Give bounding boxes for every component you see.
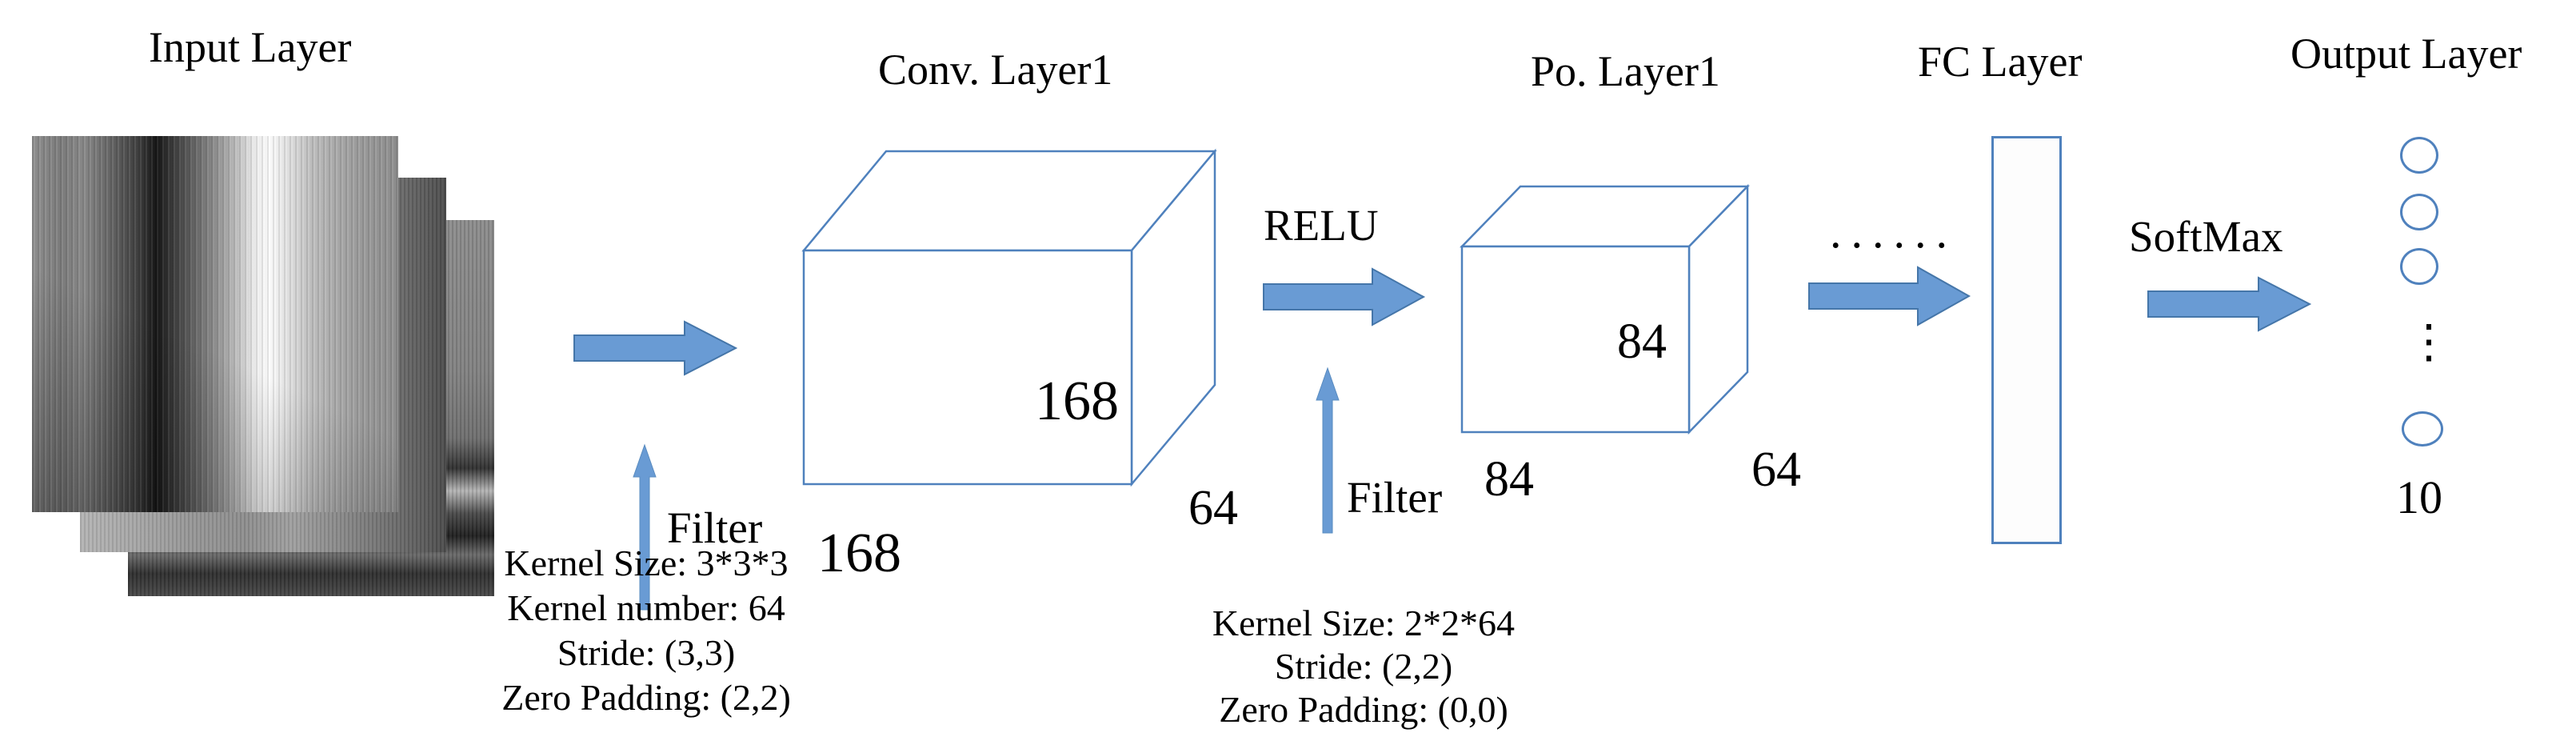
output-layer-title: Output Layer: [2290, 30, 2522, 78]
conv-layer-title: Conv. Layer1: [878, 46, 1113, 94]
conv-param-kernel-number: Kernel number: 64: [507, 587, 785, 628]
conv-face-dim-label: 168: [1035, 370, 1119, 432]
pool-width-dim-label: 84: [1484, 452, 1534, 507]
pool-depth-dim-label: 64: [1751, 443, 1801, 497]
pool-param-kernel-size: Kernel Size: 2*2*64: [1212, 603, 1516, 643]
conv-cube: [801, 148, 1217, 487]
relu-label: RELU: [1264, 201, 1379, 250]
conv-param-stride: Stride: (3,3): [557, 632, 736, 673]
conv-param-kernel-size: Kernel Size: 3*3*3: [504, 543, 789, 583]
softmax-arrow-icon: [2147, 276, 2312, 332]
input-to-conv-arrow-icon: [573, 320, 738, 376]
output-neuron-4: [2402, 411, 2443, 447]
input-image-front: [32, 136, 398, 512]
conv-filter-label: Filter: [667, 503, 763, 552]
output-count-label: 10: [2396, 471, 2442, 523]
output-neuron-2: [2400, 194, 2438, 230]
pool-face-dim-label: 84: [1617, 314, 1667, 369]
pool-cube: [1460, 183, 1750, 435]
conv-width-dim-label: 168: [817, 523, 901, 584]
output-neuron-3: [2400, 248, 2438, 285]
conv-filter-arrow-icon: [633, 443, 657, 611]
relu-arrow-icon: [1263, 267, 1426, 326]
conv-depth-dim-label: 64: [1188, 481, 1238, 535]
fc-layer-title: FC Layer: [1918, 38, 2083, 86]
pool-param-zero-padding: Zero Padding: (0,0): [1219, 689, 1508, 730]
pool-param-stride: Stride: (2,2): [1274, 646, 1453, 687]
ellipsis-label: ......: [1830, 206, 1957, 258]
conv-params: Kernel Size: 3*3*3 Kernel number: 64 Str…: [446, 541, 846, 720]
output-neuron-1: [2400, 137, 2438, 174]
pool-filter-label: Filter: [1347, 473, 1443, 522]
pool-to-fc-arrow-icon: [1808, 266, 1971, 326]
fc-layer-rect: [1991, 136, 2062, 544]
pool-filter-arrow-icon: [1316, 366, 1340, 534]
output-vertical-ellipsis: ⋮: [2406, 315, 2452, 367]
pool-layer-title: Po. Layer1: [1531, 47, 1720, 95]
conv-param-zero-padding: Zero Padding: (2,2): [501, 677, 791, 718]
input-layer-title: Input Layer: [149, 23, 352, 71]
pool-params: Kernel Size: 2*2*64 Stride: (2,2) Zero P…: [1164, 602, 1564, 731]
softmax-label: SoftMax: [2129, 212, 2283, 261]
